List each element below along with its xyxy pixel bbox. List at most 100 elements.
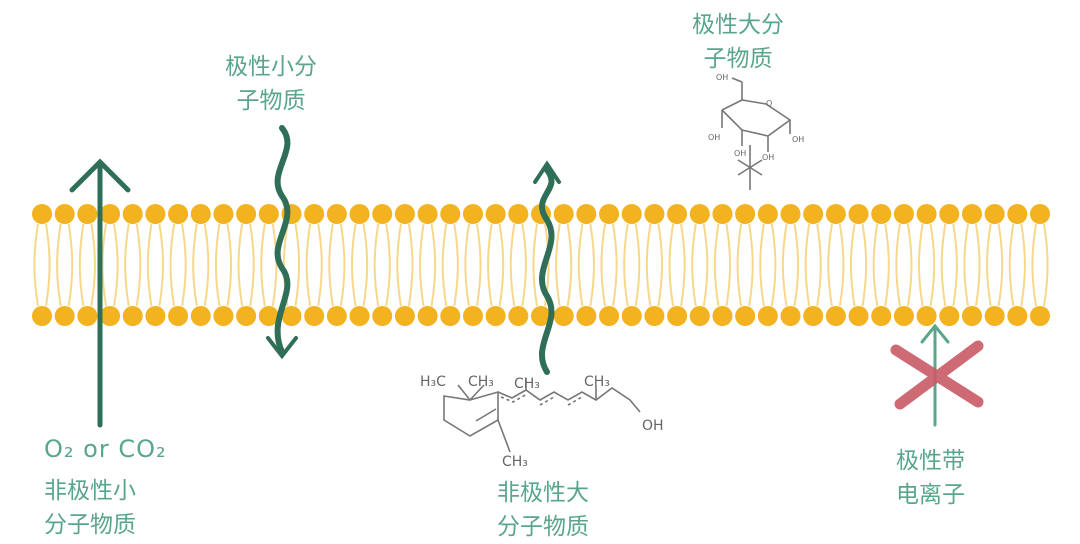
lipid-head [644, 306, 665, 326]
lipid-head [326, 204, 347, 224]
lipid-tail [373, 223, 380, 307]
lipid-head [190, 204, 211, 224]
lipid-tail [1031, 223, 1037, 307]
lipid-tail [725, 223, 732, 307]
lipid-tail [940, 223, 947, 307]
lipid-tail [339, 223, 346, 307]
lipid-tail [997, 223, 1004, 307]
lipid-head [825, 204, 846, 224]
gas-label: O₂ or CO₂ [44, 435, 167, 463]
glucose-oh-label: OH [716, 73, 728, 82]
lipid-tail [748, 223, 754, 307]
lipid-tail [521, 223, 527, 307]
wavy-arrow-icon [533, 160, 561, 375]
lipid-head [553, 204, 574, 224]
lipid-head [236, 204, 257, 224]
lipid-head [508, 306, 529, 326]
lipid-tail [271, 223, 278, 307]
red-x-icon [890, 340, 984, 410]
lipid-head [394, 204, 415, 224]
glucose-ring-o-label: O [766, 99, 772, 108]
retinol-group-label: CH₃ [502, 454, 528, 470]
lipid-tail [56, 223, 62, 307]
lipid-tail [113, 223, 119, 307]
lipid-tail [668, 223, 675, 307]
lipid-tail [849, 223, 856, 307]
lipid-tail [124, 223, 130, 307]
lipid-tail [589, 223, 595, 307]
lipid-head [100, 306, 121, 326]
lipid-tail [680, 223, 686, 307]
lipid-head [961, 204, 982, 224]
lipid-head [576, 306, 597, 326]
lipid-tail [929, 223, 936, 307]
charged-ion-label: 极性带 电离子 [896, 448, 965, 508]
lipid-head [258, 306, 279, 326]
lipid-head [394, 306, 415, 326]
lipid-tail [770, 223, 777, 307]
lipid-head [939, 204, 960, 224]
lipid-tail [317, 223, 323, 307]
lipid-head [281, 306, 302, 326]
lipid-tail [385, 223, 391, 307]
lipid-head [893, 204, 914, 224]
lipid-tail [566, 223, 573, 307]
lipid-tail [691, 223, 697, 307]
glucose-oh-label: OH [762, 153, 774, 162]
retinol-group-label: CH₃ [514, 376, 540, 392]
lipid-tail [203, 223, 210, 307]
lipid-head [780, 204, 801, 224]
lipid-tail [328, 223, 334, 307]
lipid-tail [169, 223, 176, 307]
lipid-tail [634, 223, 641, 307]
lipid-tail [214, 223, 221, 307]
lipid-tail [453, 223, 459, 307]
lipid-tail [260, 223, 266, 307]
lipid-tail [555, 223, 561, 307]
polar-small-molecule-label: 极性小分 子物质 [225, 54, 317, 114]
lipid-tail [986, 223, 992, 307]
lipid-tail [906, 223, 913, 307]
lipid-tail [33, 223, 39, 307]
lipid-tail [577, 223, 584, 307]
lipid-tail [158, 223, 165, 307]
lipid-head [1007, 204, 1028, 224]
lipid-head [599, 306, 620, 326]
lipid-heads [32, 204, 1050, 326]
lipid-head [100, 204, 121, 224]
lipid-head [553, 306, 574, 326]
lipid-head [508, 204, 529, 224]
lipid-tail [657, 223, 664, 307]
lipid-head [122, 306, 143, 326]
lipid-tails [33, 223, 1049, 307]
lipid-head [236, 306, 257, 326]
lipid-head [667, 306, 688, 326]
lipid-tail [475, 223, 482, 307]
nonpolar-small-molecule-label: 非极性小 分子物质 [44, 478, 136, 538]
lipid-head [803, 204, 824, 224]
lipid-head [689, 306, 710, 326]
lipid-head [213, 204, 234, 224]
lipid-tail [305, 223, 312, 307]
lipid-head [599, 204, 620, 224]
lipid-tail [532, 223, 538, 307]
lipid-head [349, 306, 370, 326]
lipid-tail [294, 223, 301, 307]
lipid-head [326, 306, 347, 326]
lipid-tail [90, 223, 96, 307]
lipid-tail [600, 223, 607, 307]
lipid-head [77, 204, 98, 224]
lipid-head [32, 204, 52, 224]
lipid-tail [146, 223, 153, 307]
lipid-tail [612, 223, 618, 307]
lipid-head [984, 204, 1005, 224]
lipid-head [916, 204, 937, 224]
lipid-head [145, 204, 166, 224]
lipid-tail [362, 223, 369, 307]
lipid-head [168, 204, 189, 224]
glucose-oh-label: OH [708, 133, 720, 142]
lipid-tail [396, 223, 402, 307]
lipid-tail [952, 223, 958, 307]
lipid-head [145, 306, 166, 326]
lipid-tail [963, 223, 969, 307]
